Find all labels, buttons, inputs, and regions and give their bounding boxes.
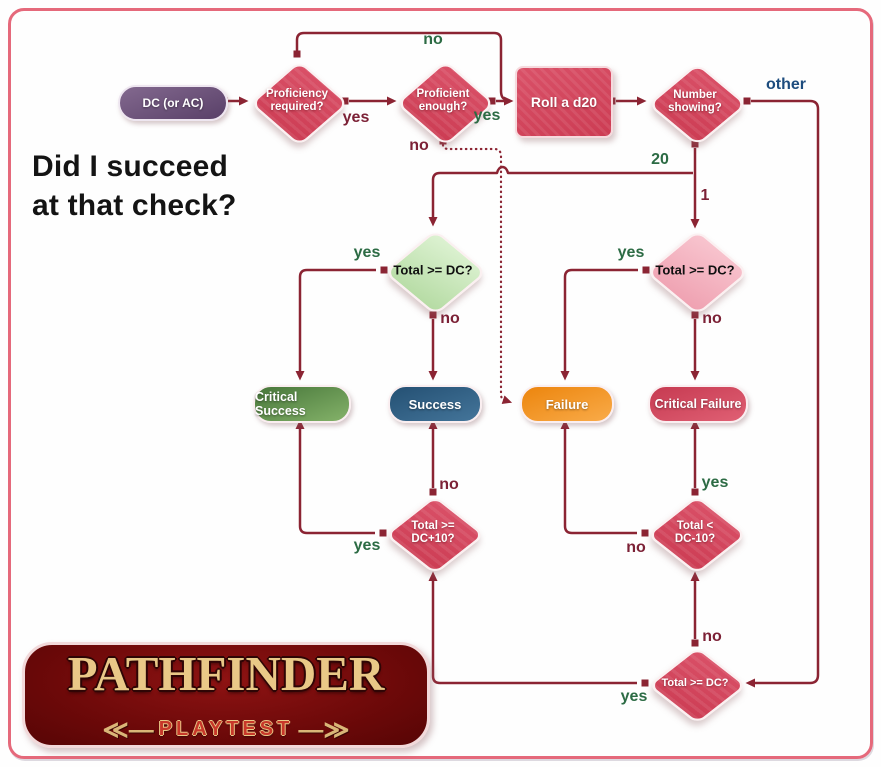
total-ge-dc-right-shape [645,228,749,316]
node-total-ge-dc-right: Total >= DC? [645,228,749,316]
edge-label-no-left: no [440,310,460,327]
node-success: Success [388,385,482,423]
edge-label-no-enough: no [409,137,429,154]
node-roll-a-d20-label: Roll a d20 [530,94,598,110]
edge-label-1: 1 [700,187,710,204]
node-critical-success-label: Critical Success [255,390,306,418]
node-total-ge-dc-bottom: Total >= DC? [647,646,747,724]
edge-label-yes-bottom: yes [620,688,648,705]
edge-number-twenty [428,165,693,227]
edge-label-no-dc10: no [439,476,459,493]
node-failure-label: Failure [545,396,589,412]
edge-label-20: 20 [651,151,669,168]
edge-right-dc-yes [560,268,638,381]
page-title-line1: Did I succeed [32,150,229,183]
total-ge-dc-left-shape [383,228,487,316]
proficiency-required-shape [249,59,349,147]
node-proficiency-required: Proficiency required? [249,59,349,147]
node-dc-or-ac-label: DC (or AC) [142,96,204,110]
number-showing-shape [646,62,748,146]
node-failure: Failure [520,385,614,423]
logo-banner: ≪— PLAYTEST —≫ [22,715,430,744]
total-ge-dc10-shape [384,495,486,575]
edge-left-dc-yes [295,268,376,381]
edge-label-yes-prof: yes [342,109,370,126]
edge-label-yes-left: yes [353,244,381,261]
total-lt-dcm10-shape [646,495,748,575]
edge-label-no-dcm10: no [626,539,646,556]
edge-label-other: other [766,76,806,93]
edge-prof-enough-no-dotted [441,143,513,404]
edge-dc10-yes [295,419,375,535]
node-number-showing: Number showing? [646,62,748,146]
node-total-ge-dc10: Total >= DC+10? [384,495,486,575]
edge-label-no-bottom: no [702,628,722,645]
logo-title: PATHFINDER [67,646,385,701]
total-ge-dc-bottom-shape [647,646,747,724]
node-critical-failure: Critical Failure [648,385,748,423]
edge-label-yes-dc10: yes [353,537,381,554]
edge-label-no-top: no [423,31,443,48]
edge-dcm10-no [560,419,637,535]
node-proficient-enough: Proficient enough? [395,59,495,147]
page-border [8,8,873,759]
pathfinder-playtest-logo: PATHFINDER ≪— PLAYTEST —≫ [22,642,430,748]
node-total-ge-dc-left: Total >= DC? [383,228,487,316]
node-success-label: Success [408,396,462,412]
edge-label-no-right: no [702,310,722,327]
node-critical-failure-label: Critical Failure [654,397,742,411]
logo-left-arrow-ornament: ≪— [102,715,154,744]
edge-prof-required-no-loop [295,31,508,102]
logo-subtitle: PLAYTEST [158,718,294,740]
node-roll-a-d20: Roll a d20 [515,66,613,138]
logo-right-arrow-ornament: —≫ [298,715,350,744]
logo-background-blob [22,642,430,748]
node-critical-success: Critical Success [253,385,351,423]
node-dc-or-ac: DC (or AC) [118,85,228,121]
edge-bottom-dc-yes [428,571,637,685]
proficient-enough-shape [395,59,495,147]
node-total-lt-dcm10: Total < DC-10? [646,495,748,575]
edge-label-yes-dcm10: yes [701,474,729,491]
edge-number-other [745,99,820,688]
page-title: Did I succeed at that check? [32,147,237,225]
edge-label-yes-right: yes [617,244,645,261]
page-title-line2: at that check? [32,189,237,222]
edge-label-yes-enough: yes [473,107,501,124]
